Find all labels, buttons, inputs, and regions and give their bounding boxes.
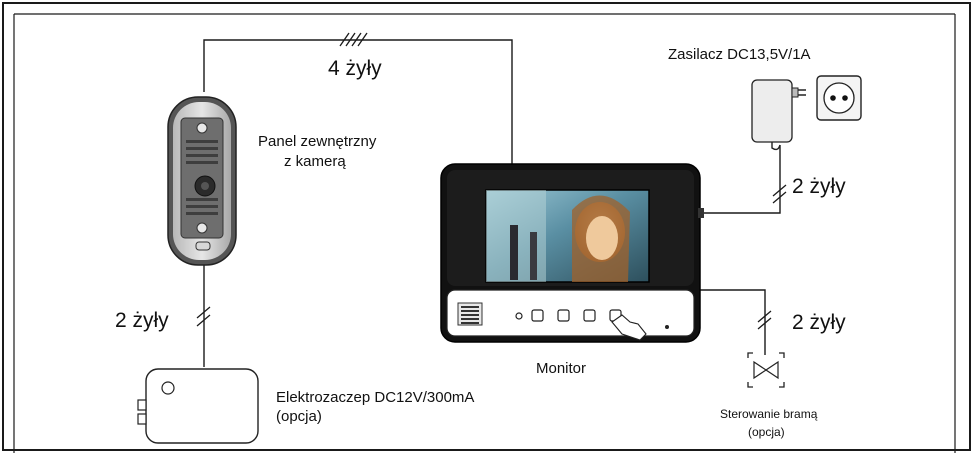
pointing-hand-icon bbox=[611, 314, 647, 341]
wire-panel-monitor bbox=[203, 39, 513, 190]
panel-label-line2: z kamerą bbox=[284, 153, 346, 170]
monitor-button-3[interactable] bbox=[583, 309, 596, 322]
gate-label-line2: (opcja) bbox=[748, 425, 785, 439]
wire-label-top: 4 żyły bbox=[328, 57, 382, 80]
mic-icon bbox=[665, 325, 669, 329]
wire-hatch-lock bbox=[196, 306, 211, 327]
power-icon[interactable] bbox=[515, 312, 523, 320]
power-supply-label: Zasilacz DC13,5V/1A bbox=[668, 46, 811, 63]
monitor-button-1[interactable] bbox=[531, 309, 544, 322]
wire-hatch-gate bbox=[757, 310, 772, 330]
wire-monitor-gate bbox=[694, 289, 766, 355]
monitor-label: Monitor bbox=[536, 360, 586, 377]
wire-monitor-power bbox=[700, 145, 781, 214]
gate-icon bbox=[747, 352, 785, 388]
panel-label-line1: Panel zewnętrzny bbox=[258, 133, 377, 150]
speaker-grille bbox=[457, 302, 483, 326]
wire-label-power: 2 żyły bbox=[792, 175, 846, 198]
power-adapter bbox=[751, 79, 806, 151]
wire-hatch-top bbox=[339, 32, 368, 47]
outdoor-panel bbox=[167, 96, 237, 266]
lock-label-line2: (opcja) bbox=[276, 408, 322, 425]
monitor-button-2[interactable] bbox=[557, 309, 570, 322]
wire-hatch-power bbox=[772, 184, 787, 204]
gate-label-line1: Sterowanie bramą bbox=[720, 407, 818, 421]
electric-lock bbox=[137, 368, 259, 444]
monitor bbox=[440, 163, 704, 343]
wire-label-lock: 2 żyły bbox=[115, 309, 169, 332]
wall-socket bbox=[816, 75, 862, 121]
wire-label-gate: 2 żyły bbox=[792, 311, 846, 334]
lock-label-line1: Elektrozaczep DC12V/300mA bbox=[276, 389, 474, 406]
